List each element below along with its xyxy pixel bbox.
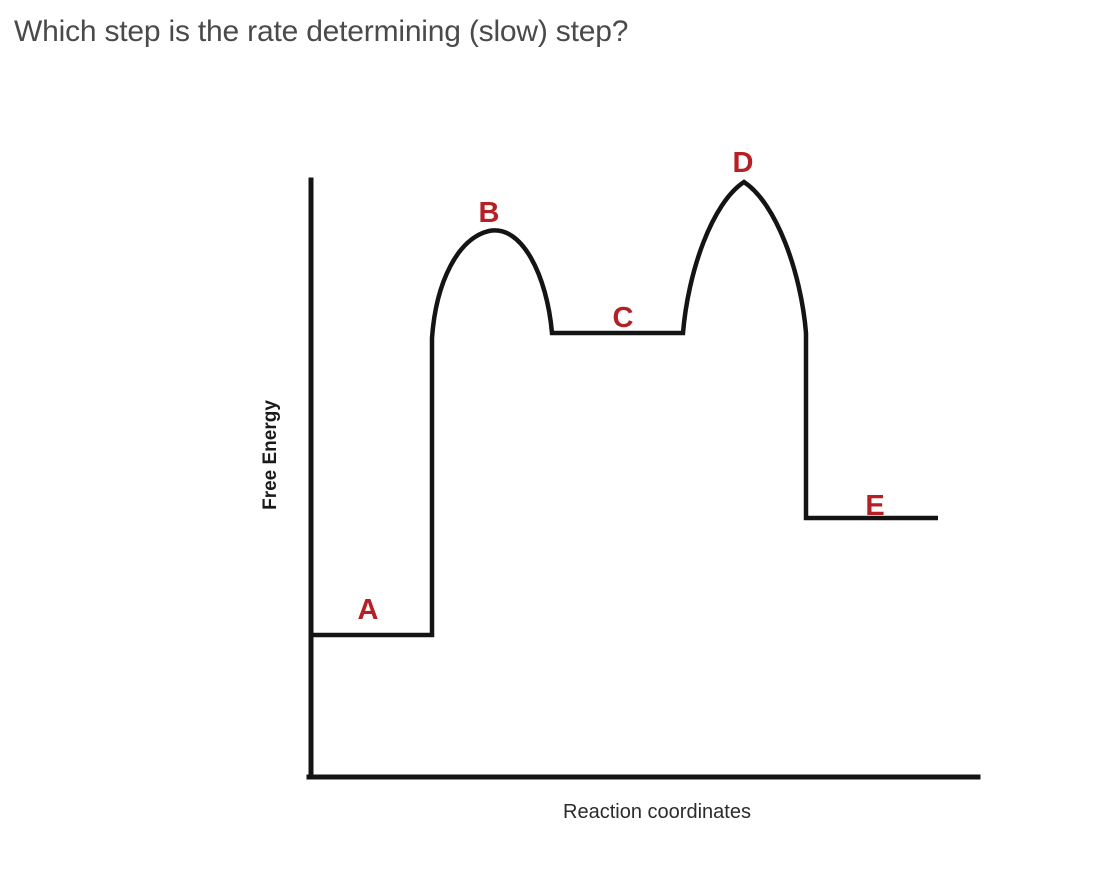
free-energy-curve	[311, 179, 938, 638]
step-label-c: C	[613, 302, 634, 334]
step-label-d: D	[733, 147, 754, 179]
step-label-e: E	[865, 490, 884, 522]
x-axis-label: Reaction coordinates	[563, 801, 751, 823]
page-title: Which step is the rate determining (slow…	[14, 15, 629, 48]
y-axis-label: Free Energy	[260, 400, 281, 510]
step-label-a: A	[358, 594, 379, 626]
step-label-b: B	[479, 197, 500, 229]
